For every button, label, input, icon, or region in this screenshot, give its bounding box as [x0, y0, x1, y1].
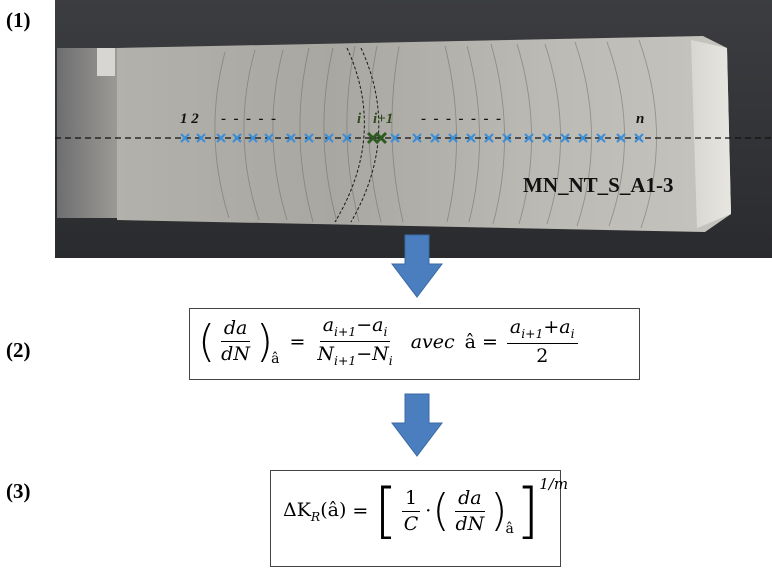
marker — [466, 133, 476, 143]
equals-sign: = — [289, 330, 306, 353]
label-i-plus-1: i+1 — [373, 111, 393, 127]
marker — [342, 133, 352, 143]
dot-operator: · — [425, 500, 432, 522]
grip-notch — [97, 48, 115, 76]
step-label-3: (3) — [6, 479, 31, 503]
marker — [304, 133, 314, 143]
marker — [542, 133, 552, 143]
marker-highlight — [374, 131, 388, 145]
arrow-down-2 — [391, 393, 443, 457]
marker — [248, 133, 258, 143]
marker — [264, 133, 274, 143]
exponent-1-over-m: 1/m — [539, 475, 569, 493]
marker — [412, 133, 422, 143]
marker — [390, 133, 400, 143]
slope-den: Ni+1−Ni — [317, 343, 393, 369]
label-i: i — [357, 111, 362, 127]
marker — [216, 133, 226, 143]
specimen-edge — [691, 40, 731, 228]
da-dn-fraction: da dN — [218, 318, 253, 365]
open-paren: ( — [198, 315, 216, 367]
open-bracket: [ — [374, 476, 398, 546]
equals-sign-2: = — [481, 330, 498, 353]
mean-den: 2 — [536, 345, 549, 368]
c-den: C — [403, 512, 419, 535]
formula-3: ΔKR(â) = [ 1 C · ( da dN ) â ] 1/m — [283, 475, 568, 546]
marker — [502, 133, 512, 143]
marker — [578, 133, 588, 143]
marker — [180, 133, 190, 143]
slope-fraction: ai+1−ai Ni+1−Ni — [314, 315, 395, 369]
step-label-2: (2) — [6, 338, 31, 362]
avec-text: avec — [410, 330, 455, 353]
measurement-markers — [180, 131, 644, 145]
marker — [560, 133, 570, 143]
marker — [596, 133, 606, 143]
marker — [286, 133, 296, 143]
fracture-face — [117, 36, 731, 232]
mean-num: ai+1+ai — [506, 316, 578, 345]
specimen-label: MN_NT_S_A1-3 — [523, 173, 674, 197]
label-1-2: 1 2 — [180, 111, 199, 127]
label-n: n — [636, 111, 644, 127]
specimen-grip — [57, 48, 117, 218]
da-dn-fraction-3: da dN — [452, 487, 487, 535]
arrow-down-1 — [391, 234, 443, 298]
formula-2: ( da dN ) â = ai+1−ai Ni+1−Ni avec â = a… — [198, 315, 581, 369]
open-paren-3: ( — [432, 485, 450, 536]
crack-front-lines — [334, 47, 380, 223]
delta-k: ΔKR(â) — [283, 498, 347, 524]
dn-den: dN — [221, 343, 250, 366]
label-dashes-right: - - - - - - - — [421, 111, 501, 127]
marker — [524, 133, 534, 143]
slope-num: ai+1−ai — [319, 315, 391, 343]
close-paren-3: ) — [490, 485, 508, 536]
ahat-symbol: â — [464, 330, 476, 353]
dn-den-3: dN — [455, 512, 485, 535]
mean-fraction: ai+1+ai 2 — [506, 316, 578, 368]
marker — [484, 133, 494, 143]
marker — [324, 133, 334, 143]
label-dashes-left: - - - - - — [221, 111, 276, 127]
fracture-surface-photo: 1 2 - - - - - i i+1 - - - - - - - n MN_N… — [55, 0, 772, 258]
equals-sign-3: = — [352, 500, 369, 522]
step-label-1: (1) — [6, 8, 31, 32]
formula-box-2: ( da dN ) â = ai+1−ai Ni+1−Ni avec â = a… — [189, 308, 640, 380]
marker — [430, 133, 440, 143]
marker — [232, 133, 242, 143]
one-over-c: 1 C — [401, 487, 422, 535]
da-num-3: da — [455, 487, 485, 512]
marker — [616, 133, 626, 143]
da-num: da — [220, 318, 251, 343]
close-paren: ) — [255, 315, 274, 367]
marker — [634, 133, 644, 143]
close-bracket: ] — [515, 476, 540, 546]
ahat-subscript-3: â — [505, 521, 514, 537]
formula-box-3: ΔKR(â) = [ 1 C · ( da dN ) â ] 1/m — [270, 470, 568, 567]
one-num: 1 — [401, 487, 421, 512]
marker — [448, 133, 458, 143]
ahat-subscript: â — [271, 350, 280, 367]
marker — [196, 133, 206, 143]
